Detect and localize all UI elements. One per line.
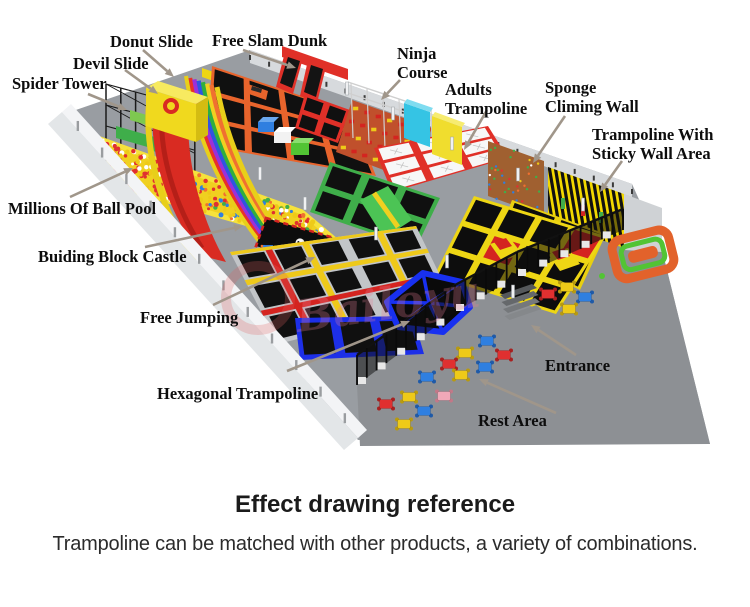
fence: [356, 207, 624, 385]
arrowhead-buiding-block-castle: [233, 224, 243, 232]
table: [452, 368, 470, 382]
arrow-entrance: [537, 328, 577, 357]
table: [440, 357, 458, 371]
table: [377, 397, 395, 411]
table: [558, 280, 576, 294]
arrow-devil-slide: [124, 68, 152, 90]
label-spider-tower: Spider Tower: [12, 74, 107, 93]
rest-area-tables: [377, 280, 594, 431]
entrance-steps: [500, 284, 542, 320]
table: [400, 390, 418, 404]
table: [495, 348, 513, 362]
arrow-sponge-climing-wall: [536, 115, 567, 157]
arrow-free-slam-dunk: [242, 48, 288, 67]
slam-dunk-zone: [276, 46, 350, 143]
table: [539, 287, 557, 301]
label-millions-ball-pool: Millions Of Ball Pool: [8, 199, 157, 218]
label-devil-slide: Devil Slide: [73, 54, 149, 73]
table: [456, 346, 474, 360]
arrowhead-entrance: [531, 325, 541, 334]
arrowhead-free-jumping: [305, 257, 315, 265]
caption-heading: Effect drawing reference: [234, 491, 516, 518]
label-free-slam-dunk: Free Slam Dunk: [212, 31, 328, 50]
park-render: Bailoyu: [48, 46, 710, 450]
arrow-rest-area: [486, 381, 557, 415]
arrow-ninja-course: [386, 79, 401, 95]
arrow-buiding-block-castle: [144, 226, 235, 249]
table: [418, 370, 436, 384]
label-donut-slide: Donut Slide: [110, 32, 193, 51]
support-posts: [258, 81, 585, 299]
label-buiding-block-castle: Buiding Block Castle: [38, 247, 187, 266]
table: [415, 404, 433, 418]
inflatable-slide: [599, 225, 679, 284]
climbing-walls: [404, 99, 465, 165]
arrowhead-ninja-course: [381, 90, 390, 100]
left-wall: [48, 104, 367, 450]
table: [395, 417, 413, 431]
label-arrows: [69, 48, 624, 415]
arrowhead-rest-area: [479, 379, 489, 387]
arrow-millions-ball-pool: [69, 170, 126, 199]
arrowhead-donut-slide: [164, 68, 174, 77]
storage-cubes: [258, 117, 314, 155]
label-trampoline-sticky-wall: Trampoline With Sticky Wall Area: [592, 125, 714, 163]
arrow-spider-tower: [87, 92, 120, 108]
table: [576, 290, 594, 304]
table: [560, 302, 578, 316]
arrowhead-adults-trampoline: [464, 140, 472, 150]
label-rest-area: Rest Area: [478, 411, 547, 430]
table: [476, 360, 494, 374]
arrowhead-hexagonal-trampoline: [400, 320, 410, 328]
arrow-free-jumping: [212, 259, 308, 307]
label-adults-trampoline: Adults Trampoline: [445, 80, 528, 118]
label-free-jumping: Free Jumping: [140, 308, 239, 327]
table: [478, 334, 496, 348]
arrowhead-millions-ball-pool: [123, 168, 133, 176]
arrowhead-trampoline-sticky-wall: [600, 182, 609, 192]
arrowhead-sponge-climing-wall: [533, 153, 542, 163]
arrow-trampoline-sticky-wall: [604, 160, 624, 186]
caption-subheading: Trampoline can be matched with other pro…: [52, 533, 698, 555]
arrowhead-free-slam-dunk: [286, 61, 296, 69]
arrowhead-devil-slide: [148, 85, 158, 94]
arrow-donut-slide: [142, 49, 169, 73]
label-hexagonal-trampoline: Hexagonal Trampoline: [157, 384, 319, 403]
arrowhead-spider-tower: [117, 103, 127, 111]
arrow-adults-trampoline: [467, 109, 489, 143]
label-ninja-course: Ninja Course: [397, 44, 448, 82]
label-sponge-climing-wall: Sponge Climing Wall: [545, 78, 639, 116]
label-entrance: Entrance: [545, 356, 611, 375]
arrow-hexagonal-trampoline: [286, 323, 403, 373]
table: [435, 389, 453, 403]
